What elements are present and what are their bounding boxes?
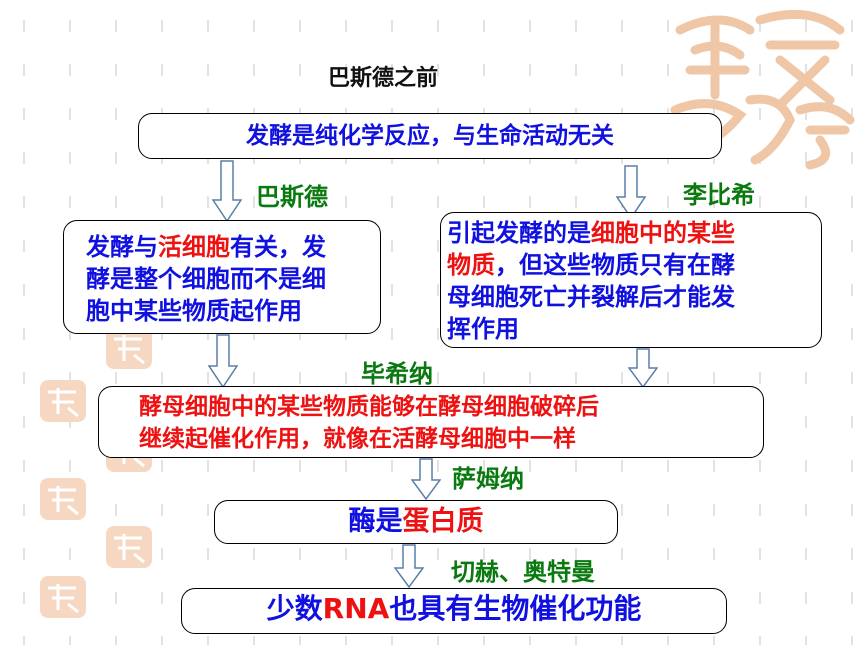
- text-segment: 酶是: [348, 506, 403, 537]
- node-liebig-line: 挥作用: [447, 315, 519, 343]
- text-segment: ，但这些物质只有在酵: [495, 251, 735, 279]
- diagram-title: 巴斯德之前: [328, 66, 439, 91]
- node-buchner-line: 酵母细胞中的某些物质能够在酵母细胞破碎后: [139, 394, 599, 420]
- node-pasteur-view: 发酵与活细胞有关，发 酵是整个细胞而不是细 胞中某些物质起作用: [63, 220, 381, 334]
- label-buchner: 毕希纳: [361, 360, 433, 388]
- node-pasteur-line: 酵是整个细胞而不是细: [86, 265, 326, 293]
- node-liebig-line: 母细胞死亡并裂解后才能发: [447, 283, 735, 311]
- seal-decoration-small: [106, 526, 152, 568]
- text-segment-highlight: 物质: [447, 251, 495, 279]
- node-sumner-view: 酶是蛋白质: [214, 500, 618, 544]
- down-arrow-icon: [616, 165, 646, 219]
- down-arrow-icon: [208, 334, 238, 388]
- seal-decoration-small: [40, 380, 86, 422]
- text-segment: 有关，发: [230, 233, 326, 261]
- node-buchner-line: 继续起催化作用，就像在活酵母细胞中一样: [139, 426, 576, 452]
- down-arrow-icon: [212, 160, 242, 222]
- seal-decoration-small: [40, 478, 86, 520]
- down-arrow-icon: [628, 348, 658, 388]
- node-liebig-line: 引起发酵的是细胞中的某些: [447, 217, 821, 249]
- label-sumner: 萨姆纳: [452, 465, 524, 493]
- node-pasteur-line: 胞中某些物质起作用: [86, 297, 302, 325]
- text-segment-highlight: 蛋白质: [402, 506, 484, 537]
- node-before-pasteur: 发酵是纯化学反应，与生命活动无关: [138, 113, 722, 159]
- text-segment: 引起发酵的是: [447, 219, 591, 247]
- node-pasteur-line: 发酵与活细胞有关，发: [86, 231, 380, 263]
- text-segment-highlight: 活细胞: [158, 233, 230, 261]
- text-segment: 发酵与: [86, 233, 158, 261]
- seal-decoration-small: [106, 327, 152, 369]
- down-arrow-icon: [394, 544, 424, 588]
- node-liebig-view: 引起发酵的是细胞中的某些 物质，但这些物质只有在酵 母细胞死亡并裂解后才能发 挥…: [440, 212, 822, 348]
- seal-decoration-large: [670, 9, 855, 170]
- label-liebig: 李比希: [683, 181, 755, 209]
- text-segment: 也具有生物催化功能: [389, 592, 642, 625]
- node-liebig-line: 物质，但这些物质只有在酵: [447, 249, 821, 281]
- label-pasteur: 巴斯德: [256, 183, 328, 211]
- text-segment-highlight: 细胞中的某些: [591, 219, 735, 247]
- down-arrow-icon: [411, 458, 441, 500]
- label-cech-altman: 切赫、奥特曼: [451, 558, 595, 586]
- seal-decoration-small: [40, 576, 86, 618]
- node-cech-altman-view: 少数RNA也具有生物催化功能: [181, 588, 727, 634]
- node-before-pasteur-text: 发酵是纯化学反应，与生命活动无关: [246, 123, 614, 149]
- text-segment-highlight: RNA: [322, 592, 390, 625]
- text-segment: 少数: [266, 592, 323, 625]
- node-buchner-view: 酵母细胞中的某些物质能够在酵母细胞破碎后 继续起催化作用，就像在活酵母细胞中一样: [98, 386, 764, 458]
